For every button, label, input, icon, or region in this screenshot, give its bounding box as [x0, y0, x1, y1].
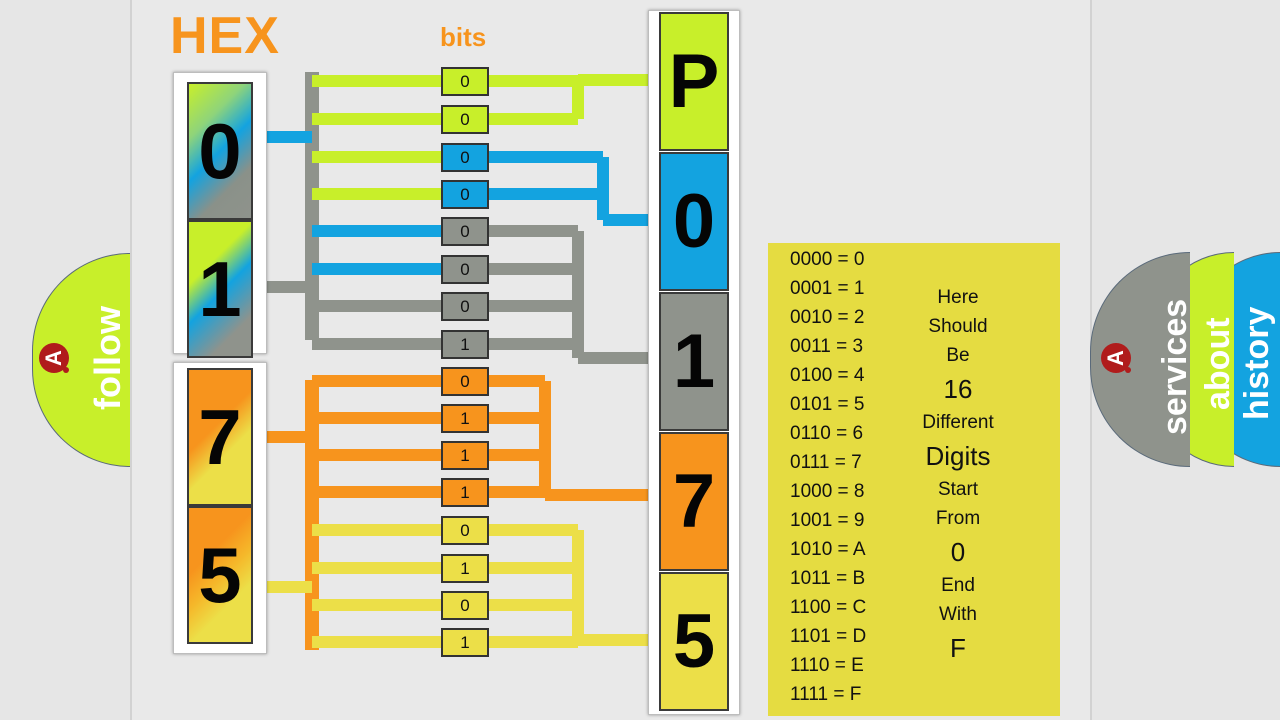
bit-box: 0 [441, 105, 489, 134]
hex-title: HEX [170, 7, 280, 65]
bit-box: 1 [441, 441, 489, 470]
bit-box: 0 [441, 255, 489, 284]
output-char-cell: 7 [659, 432, 729, 571]
bits-title: bits [440, 22, 487, 52]
hex-digit-cell: 0 [187, 82, 253, 220]
follow-tab-label: follow [87, 306, 128, 410]
hex-table-row: 1011 = B [790, 568, 866, 589]
a-logo-icon: A [1098, 340, 1134, 376]
note-line: F [950, 633, 966, 663]
output-char-cell: 5 [659, 572, 729, 711]
note-line: Digits [925, 441, 991, 471]
hex-table-row: 1101 = D [790, 626, 867, 647]
bit-box: 0 [441, 180, 489, 209]
note-line: End [941, 575, 975, 596]
a-logo-letter: A [41, 350, 66, 366]
bit-box: 0 [441, 217, 489, 246]
bit-box: 0 [441, 591, 489, 620]
hex-table-row: 0110 = 6 [790, 423, 864, 444]
note-line: Start [937, 479, 979, 500]
hex-table-row: 1000 = 8 [790, 481, 865, 502]
note-line: From [935, 508, 981, 529]
a-logo-letter: A [1103, 350, 1128, 366]
tab-services-label: services [1156, 298, 1194, 435]
hex-table-row: 0001 = 1 [790, 278, 865, 299]
bit-box: 0 [441, 67, 489, 96]
note-line: Here [937, 287, 979, 308]
bit-box: 1 [441, 478, 489, 507]
bit-box: 1 [441, 628, 489, 657]
hex-table-row: 1110 = E [790, 655, 864, 676]
hex-digit-cell: 5 [187, 506, 253, 644]
note-line: Should [928, 316, 988, 337]
hex-table-row: 0011 = 3 [790, 336, 864, 357]
output-char-cell: 1 [659, 292, 729, 431]
hex-table-row: 1111 = F [790, 684, 862, 705]
hex-table-row: 1001 = 9 [790, 510, 865, 531]
hex-table-row: 1100 = C [790, 597, 867, 618]
bit-box: 1 [441, 554, 489, 583]
bit-box: 0 [441, 516, 489, 545]
hex-table-panel [768, 243, 1060, 716]
tab-about-label: about [1199, 317, 1237, 410]
bit-box: 1 [441, 330, 489, 359]
a-logo-icon: A [36, 340, 72, 376]
hex-table-row: 0111 = 7 [790, 452, 862, 473]
note-line: 16 [943, 374, 973, 404]
hex-table-row: 0100 = 4 [790, 365, 865, 386]
hex-table-row: 0010 = 2 [790, 307, 865, 328]
note-line: With [939, 604, 977, 625]
bit-box: 0 [441, 143, 489, 172]
bit-box: 0 [441, 367, 489, 396]
hex-table-row: 0101 = 5 [790, 394, 865, 415]
bit-box: 0 [441, 292, 489, 321]
output-char-cell: P [659, 12, 729, 151]
note-line: Different [922, 412, 994, 433]
note-line: 0 [950, 537, 966, 567]
output-char-cell: 0 [659, 152, 729, 291]
hex-digit-cell: 1 [187, 220, 253, 358]
bit-box: 1 [441, 404, 489, 433]
hex-digit-cell: 7 [187, 368, 253, 506]
hex-table-row: 1010 = A [790, 539, 866, 560]
hex-table-row: 0000 = 0 [790, 249, 865, 270]
tab-history-label: history [1238, 306, 1276, 420]
note-line: Be [946, 345, 970, 366]
